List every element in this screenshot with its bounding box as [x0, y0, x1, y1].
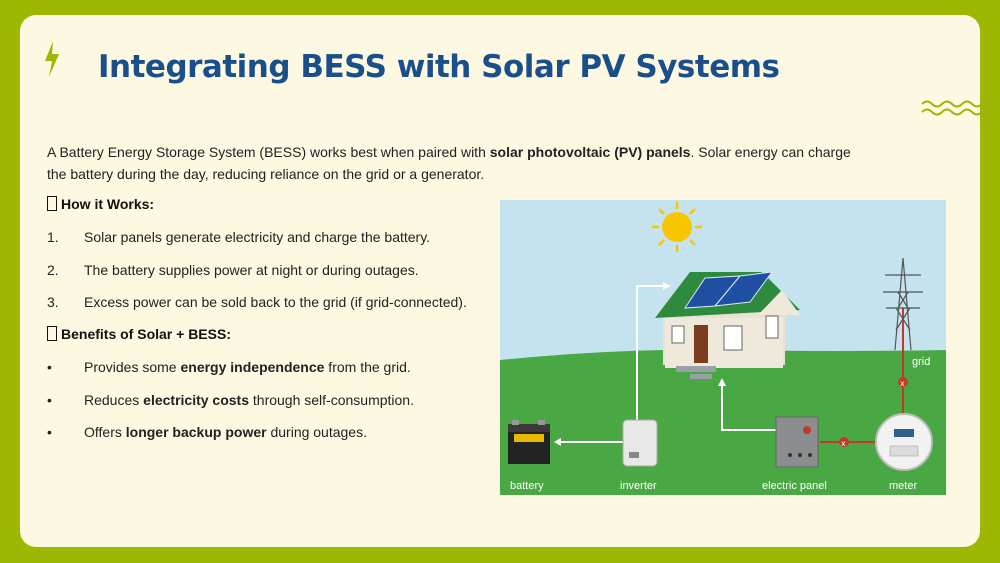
- intro-paragraph: A Battery Energy Storage System (BESS) w…: [47, 141, 867, 185]
- wave-decoration-icon: [921, 100, 982, 116]
- solar-system-diagram: x x: [500, 200, 946, 495]
- intro-text-1: A Battery Energy Storage System (BESS) w…: [47, 144, 490, 160]
- bullet: •: [47, 424, 52, 440]
- how-it-works-heading: How it Works:: [47, 196, 154, 212]
- list-item-text: Solar panels generate electricity and ch…: [84, 229, 431, 245]
- list-number: 1.: [47, 229, 59, 245]
- inverter-icon: [622, 419, 658, 467]
- intro-bold-text: solar photovoltaic (PV) panels: [489, 144, 691, 160]
- inverter-label: inverter: [620, 480, 657, 492]
- battery-label: battery: [510, 480, 544, 492]
- list-number: 3.: [47, 294, 59, 310]
- page-title: Integrating BESS with Solar PV Systems: [98, 49, 780, 85]
- list-item-text: Provides some energy independence from t…: [84, 359, 411, 375]
- svg-text:x: x: [900, 379, 905, 388]
- benefits-heading-text: Benefits of Solar + BESS:: [61, 326, 231, 342]
- solar-house-icon: [655, 271, 800, 379]
- meter-icon: [875, 413, 933, 471]
- electric-panel-icon: [775, 416, 819, 468]
- list-item-text: The battery supplies power at night or d…: [84, 262, 419, 278]
- pylon-icon: [883, 257, 923, 351]
- missing-glyph-icon: [47, 326, 57, 341]
- list-item-text: Reduces electricity costs through self-c…: [84, 392, 414, 408]
- bullet: •: [47, 392, 52, 408]
- svg-text:x: x: [841, 439, 846, 448]
- sun-icon: [652, 202, 702, 252]
- how-it-works-heading-text: How it Works:: [61, 196, 155, 212]
- list-item-text: Excess power can be sold back to the gri…: [84, 294, 467, 310]
- list-number: 2.: [47, 262, 59, 278]
- electric-panel-label: electric panel: [762, 480, 827, 492]
- list-item-text: Offers longer backup power during outage…: [84, 424, 367, 440]
- intro-text-2: . Solar energy can charge the battery du…: [47, 144, 851, 182]
- missing-glyph-icon: [47, 196, 57, 211]
- slide: Integrating BESS with Solar PV Systems A…: [20, 15, 982, 547]
- meter-label: meter: [889, 480, 917, 492]
- grid-label: grid: [912, 356, 930, 368]
- lightning-bolt-icon: [45, 41, 59, 77]
- benefits-heading: Benefits of Solar + BESS:: [47, 326, 231, 342]
- battery-icon: [508, 420, 550, 464]
- bullet: •: [47, 359, 52, 375]
